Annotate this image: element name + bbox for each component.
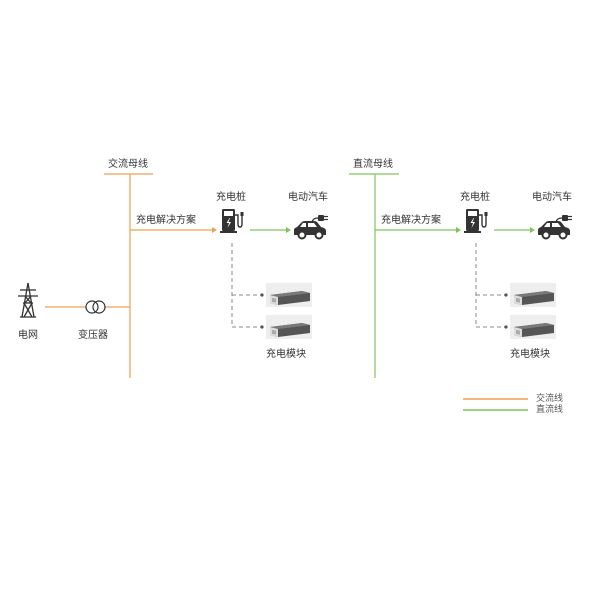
legend-ac-label: 交流线 [536,394,564,404]
dc-plug-icon [555,214,573,223]
ac-module1-dot [260,293,264,297]
ac-module2-dot [260,325,264,329]
ac-ev-label: 电动汽车 [288,192,328,203]
transmission-tower-icon [18,282,38,318]
ac-plug-icon [311,214,329,223]
dc-pile-label: 充电桩 [460,192,490,203]
ac-bus-label: 交流母线 [108,159,148,170]
dc-ev-label: 电动汽车 [532,192,572,203]
ac-pile-label: 充电桩 [216,192,246,203]
dc-module-label: 充电模块 [510,349,550,360]
dc-bus-label: 直流母线 [353,159,393,170]
ac-charging-pile-icon [219,208,245,234]
transformer-label: 变压器 [78,330,108,341]
ac-solution-label: 充电解决方案 [136,215,196,226]
ac-module-label: 充电模块 [266,349,306,360]
dc-pile-arrow [456,227,461,233]
dc-car-arrow [530,227,535,233]
ac-pile-arrow [212,227,217,233]
ac-power-module-icon-1 [265,282,313,308]
dc-module1-dot [504,293,508,297]
ac-car-arrow [286,227,291,233]
ac-electric-car-icon [293,220,327,240]
legend-dc-label: 直流线 [536,405,564,415]
ac-power-module-icon-2 [265,314,313,340]
dc-power-module-icon-1 [509,282,557,308]
transformer-icon [85,300,106,314]
dc-electric-car-icon [537,220,571,240]
dc-module2-dot [504,325,508,329]
grid-label: 电网 [18,330,38,341]
dc-power-module-icon-2 [509,314,557,340]
dc-solution-label: 充电解决方案 [381,215,441,226]
dc-charging-pile-icon [463,208,489,234]
